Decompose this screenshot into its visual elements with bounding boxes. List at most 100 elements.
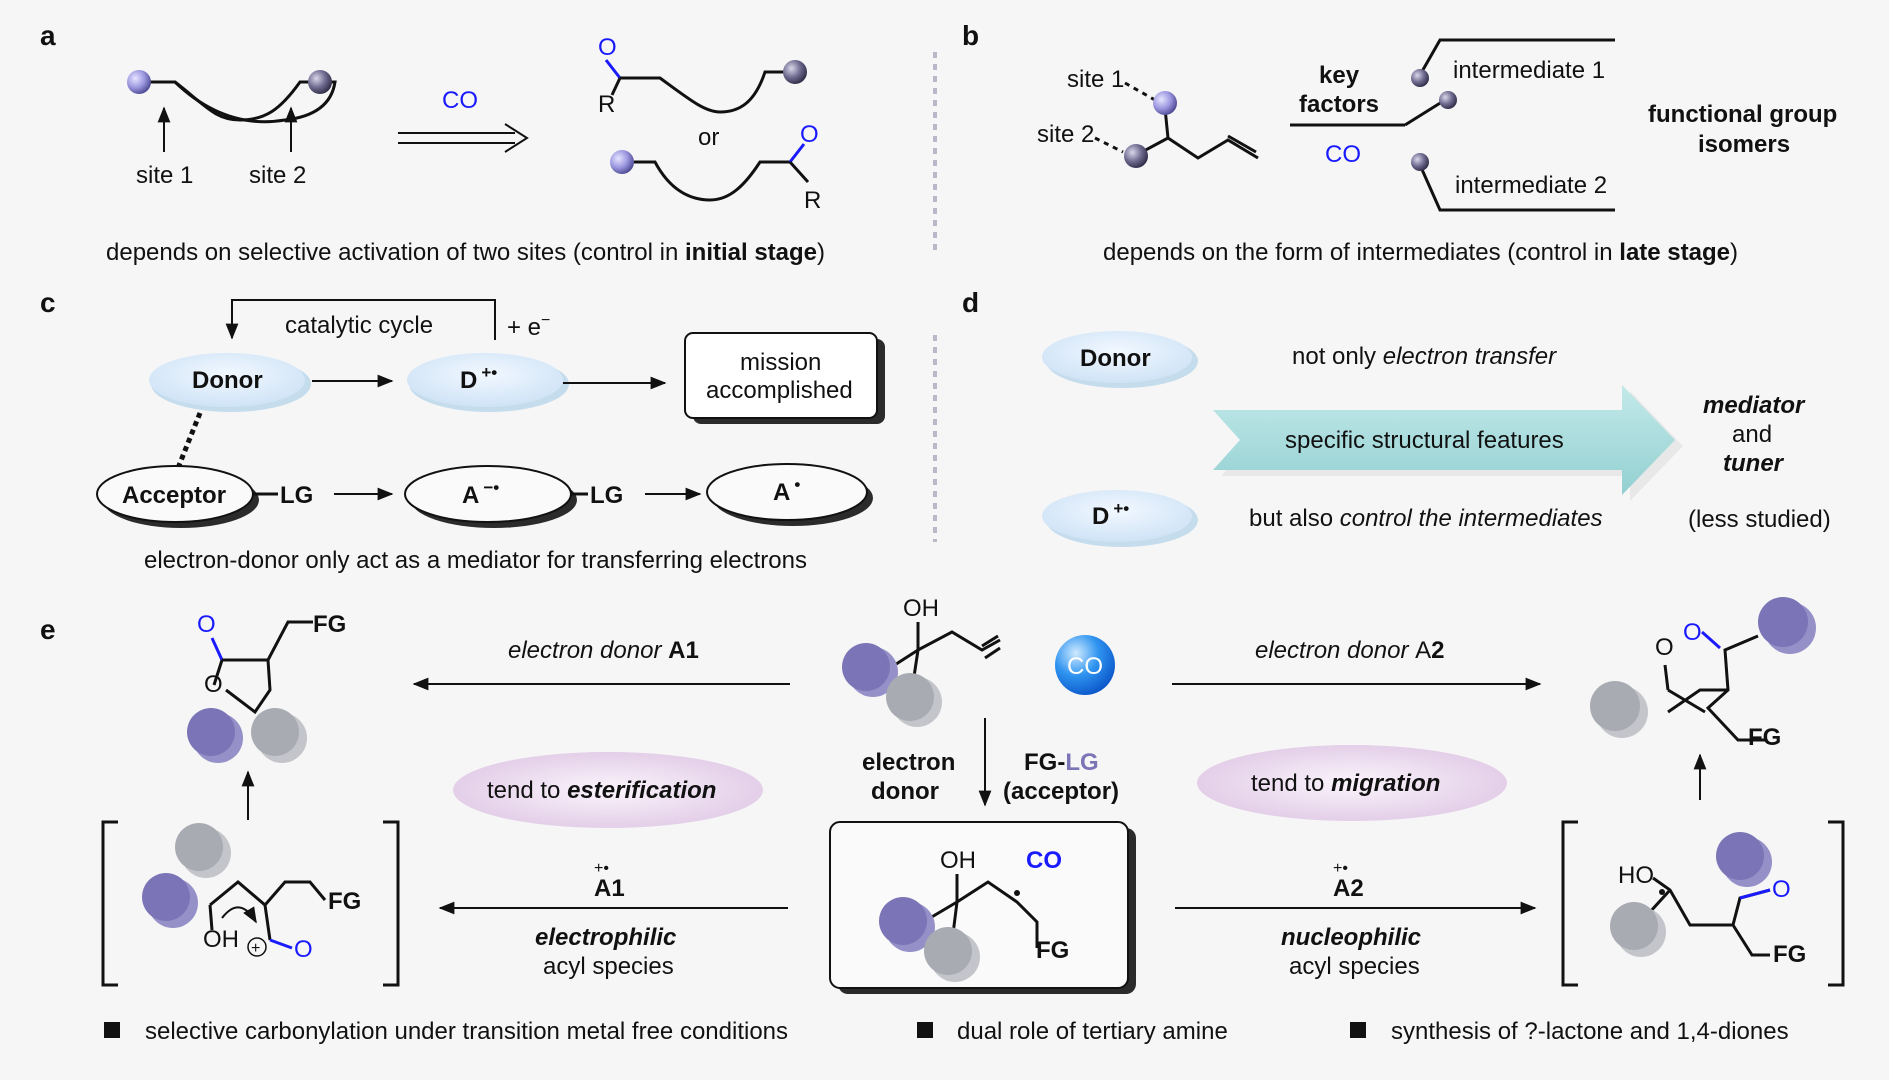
e-nucleophilic: nucleophilic xyxy=(1281,924,1421,951)
panel-d-mediator: mediator xyxy=(1703,392,1806,419)
e-fg-center: FG xyxy=(1036,937,1069,964)
e-lactone-ring xyxy=(225,659,272,715)
panel-b-co: CO xyxy=(1325,141,1361,168)
panel-b-site2-sphere xyxy=(1124,144,1148,168)
tend-migration-pill xyxy=(1197,745,1507,821)
e-lactone-chain xyxy=(222,620,313,662)
e-fg-lg: FG-LG xyxy=(1024,749,1099,776)
panel-d-donor: Donor xyxy=(1080,345,1151,372)
donor-acceptor-dotted xyxy=(175,412,203,469)
panel-a-top-sphere xyxy=(783,60,807,84)
bullet-text-2: dual role of tertiary amine xyxy=(957,1018,1228,1045)
panel-b-site1: site 1 xyxy=(1067,66,1124,93)
panel-a-chain xyxy=(140,80,337,124)
panel-b-int1-sphere-b xyxy=(1439,91,1457,109)
e-rb-gray-bond xyxy=(1648,888,1672,914)
panel-c-catalytic-cycle: catalytic cycle xyxy=(285,312,433,339)
panel-a-chain-main xyxy=(174,80,320,122)
panel-b-factors: factors xyxy=(1299,91,1379,118)
e-plus-sign: + xyxy=(251,940,260,957)
panel-a-r-bond-bottom xyxy=(788,160,810,184)
e-dione-chain xyxy=(1705,634,1765,742)
panel-a-co: CO xyxy=(442,87,478,114)
e-rb-co xyxy=(1739,888,1771,900)
panel-e-letter: e xyxy=(40,614,56,645)
bullet-square-2 xyxy=(917,1022,933,1038)
panel-a-bottom-chain xyxy=(634,160,790,202)
panel-c-lg1: LG xyxy=(280,482,313,509)
e-center-bond-a xyxy=(929,900,958,920)
panel-d-arrow-text: specific structural features xyxy=(1285,427,1564,454)
e-electrophilic: electrophilic xyxy=(535,924,676,951)
e-o-right-2: O xyxy=(1655,634,1674,661)
panel-a-r-top: R xyxy=(598,91,615,118)
panel-c-acceptor: Acceptor xyxy=(122,482,226,509)
e-donor-a2: electron donor A2 xyxy=(1255,637,1444,664)
e-oh-top: OH xyxy=(903,595,939,622)
e-fg-bracket-right: FG xyxy=(1773,941,1806,968)
e-acceptor: (acceptor) xyxy=(1003,778,1119,805)
d-dradical-ellipse xyxy=(1042,490,1192,542)
site1-sphere xyxy=(127,70,151,94)
e-left-bracket-close xyxy=(383,820,400,987)
panel-b-lower-line xyxy=(1418,164,1615,212)
panel-c-a-dot: A• xyxy=(773,475,800,506)
e-center-sphere-gray xyxy=(924,927,972,975)
e-dione-co1 xyxy=(1701,630,1721,650)
adot-ellipse xyxy=(706,463,868,521)
panel-b-intermediate2: intermediate 2 xyxy=(1455,172,1607,199)
e-fg-right: FG xyxy=(1748,724,1781,751)
e-plus-circle xyxy=(247,937,267,957)
e-dione-sphere-gray xyxy=(1590,681,1640,731)
panel-b-intermediate1: intermediate 1 xyxy=(1453,57,1605,84)
e-donor: donor xyxy=(871,778,939,805)
e-electron: electron xyxy=(862,749,955,776)
e-center-radical-dot xyxy=(1014,890,1020,896)
panel-a-r-bond-top xyxy=(610,77,622,96)
e-fg-left: FG xyxy=(313,611,346,638)
e-dione-sphere-purple xyxy=(1758,597,1808,647)
e-rb-sphere-gray xyxy=(1610,902,1658,950)
panel-a-top-chain xyxy=(620,70,790,114)
panel-a-r-bottom: R xyxy=(804,187,821,214)
e-right-bracket-open xyxy=(1561,820,1578,987)
e-a2: A2 xyxy=(1333,875,1364,902)
panel-b-fg-isomers-1: functional group xyxy=(1648,101,1837,128)
e-left-bracket-open xyxy=(101,820,118,987)
panel-a-site1: site 1 xyxy=(136,162,193,189)
panel-c-a-radical: A−• xyxy=(462,478,499,509)
panel-a-bottom-sphere xyxy=(610,150,634,174)
e-fg-bracket-left: FG xyxy=(328,888,361,915)
bullet-square-1 xyxy=(104,1022,120,1038)
panel-b-letter: b xyxy=(962,20,979,51)
donor-ellipse xyxy=(149,353,305,407)
e-o-bracket-left: O xyxy=(294,936,313,963)
e-dione-bond xyxy=(1667,688,1706,714)
panel-a-letter: a xyxy=(40,20,56,51)
e-co-center: CO xyxy=(1026,847,1062,874)
e-center-sphere-purple xyxy=(879,897,927,945)
panel-d-line2: but also control the intermediates xyxy=(1249,505,1603,532)
e-top-sphere-gray xyxy=(886,673,934,721)
e-a1-sup: +• xyxy=(594,860,609,877)
e-o-left: O xyxy=(197,611,216,638)
e-right-bracket-close xyxy=(1828,820,1845,987)
panel-c-d-radical: D+• xyxy=(460,363,497,394)
panel-b-site1-sphere xyxy=(1153,91,1177,115)
e-lactone-sphere-gray xyxy=(251,708,299,756)
panel-d-letter: d xyxy=(962,287,979,318)
tend-esterification-pill xyxy=(453,752,763,828)
e-lb-curved-arrow xyxy=(221,906,257,924)
e-o-bracket-right: O xyxy=(1772,876,1791,903)
panel-a-double-arrow xyxy=(398,123,529,153)
panel-b-int1-sphere-a xyxy=(1411,69,1429,87)
panel-c-letter: c xyxy=(40,287,56,318)
panel-c-mission-2: accomplished xyxy=(706,377,853,404)
e-rb-fg-bond xyxy=(1731,924,1770,957)
e-dione-co2 xyxy=(1663,664,1670,691)
e-co-bubble: CO xyxy=(1067,653,1103,680)
e-oh-bracket-left: OH xyxy=(203,926,239,953)
e-lb-chain xyxy=(209,880,327,908)
panel-a-or: or xyxy=(698,124,719,151)
